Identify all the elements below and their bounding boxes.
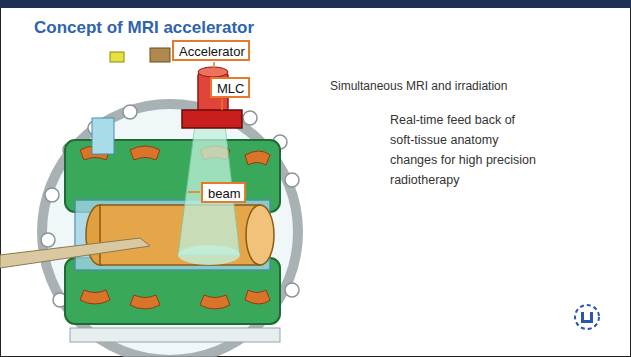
umc-logo [575, 305, 599, 329]
callout-box: Accelerator [172, 40, 250, 61]
callout-box: beam [201, 182, 246, 203]
callout-box: MLC [210, 77, 250, 98]
leader-line [213, 62, 215, 72]
accessory [150, 48, 170, 62]
couch [0, 238, 150, 268]
body-text: Real-time feed back of soft-tissue anato… [390, 110, 540, 190]
slide-title: Concept of MRI accelerator [34, 18, 254, 38]
top-bar [0, 0, 631, 8]
gantry-ring [42, 104, 298, 357]
mlc-block [182, 110, 242, 128]
leader-line [221, 99, 223, 110]
callout-label: MLC [217, 81, 248, 96]
cryocooler [92, 118, 114, 154]
accessory [110, 52, 124, 62]
subheading-text: Simultaneous MRI and irradiation [330, 76, 550, 96]
callout-label: Accelerator [179, 44, 248, 59]
base [70, 328, 280, 342]
cryostat [75, 200, 270, 270]
leader-line [188, 191, 200, 193]
callout-label: beam [208, 186, 244, 201]
